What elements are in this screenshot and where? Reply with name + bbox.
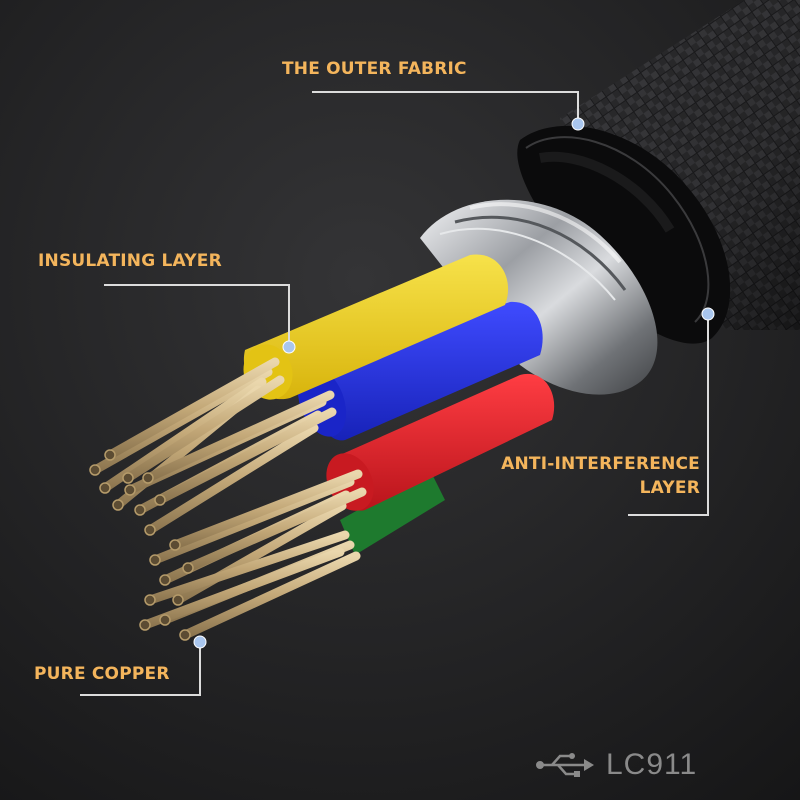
copper-strands [89, 357, 367, 641]
label-insulating-layer: INSULATING LAYER [38, 251, 222, 271]
callout-dots [193, 117, 715, 649]
leader-outer-fabric [312, 91, 579, 123]
brand-mark: LC911 [534, 748, 697, 782]
dot-pure-copper [193, 635, 207, 649]
dot-outer-fabric [571, 117, 585, 131]
label-anti-interference: ANTI-INTERFERENCE LAYER [466, 452, 700, 500]
leader-insulating-layer [104, 284, 290, 346]
leader-pure-copper [80, 642, 201, 696]
callout-leaders [80, 91, 709, 696]
label-anti-interference-line2: LAYER [639, 478, 700, 498]
leader-anti-interference [628, 314, 709, 516]
model-name: LC911 [606, 748, 698, 781]
outer-fabric-jacket [517, 0, 800, 344]
label-pure-copper: PURE COPPER [34, 664, 170, 684]
label-outer-fabric: THE OUTER FABRIC [282, 59, 467, 79]
dot-insulating-layer [282, 340, 296, 354]
shield-layer [420, 199, 658, 395]
green-wire [340, 470, 445, 555]
usb-icon [536, 753, 594, 777]
dot-anti-interference [701, 307, 715, 321]
label-anti-interference-line1: ANTI-INTERFERENCE [501, 454, 700, 474]
